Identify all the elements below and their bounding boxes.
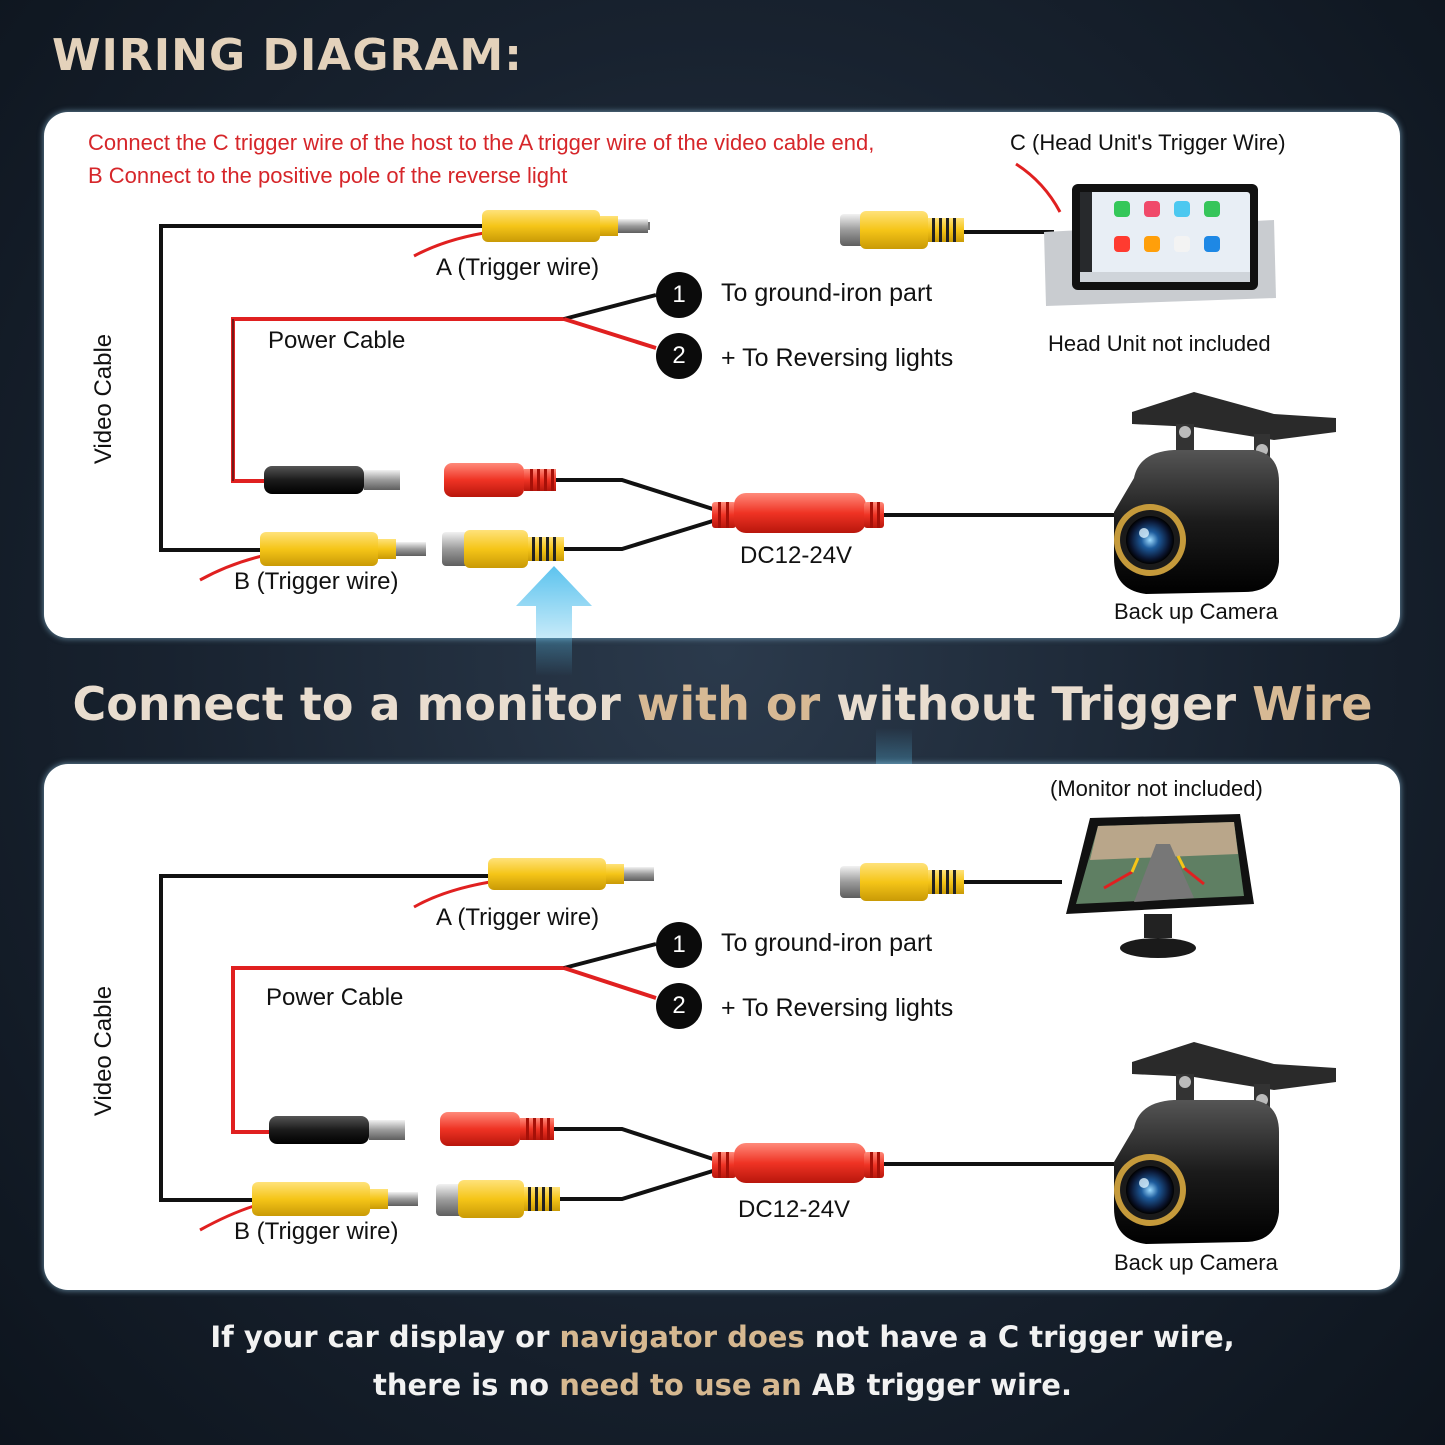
power-lead (556, 478, 717, 512)
b-trigger-label: B (Trigger wire) (234, 1218, 399, 1245)
reverse-wire (563, 966, 657, 1000)
rca-plug-a (488, 858, 654, 890)
rca-socket-camera (442, 530, 564, 568)
rca-socket-monitor (840, 863, 964, 901)
reverse-lights-label: + To Reversing lights (721, 994, 954, 1022)
power-cable (231, 966, 564, 1134)
b-trigger-stub (199, 1204, 255, 1232)
dc-power-plug (264, 466, 400, 494)
dc-power-plug (269, 1116, 405, 1144)
a-trigger-label: A (Trigger wire) (436, 254, 600, 281)
backup-camera-icon (1114, 392, 1336, 594)
video-cable (159, 224, 484, 552)
inline-power-box (712, 493, 884, 533)
rca-plug-b (260, 532, 426, 566)
instruction-note: Connect the C trigger wire of the host t… (88, 126, 874, 192)
page-title: WIRING DIAGRAM: (52, 30, 523, 81)
footer-line-1: If your car display or navigator does no… (0, 1320, 1445, 1354)
a-trigger-stub (413, 880, 491, 909)
c-trigger-stub (1015, 162, 1062, 213)
monitor-icon (1066, 814, 1254, 958)
footer-2a: there is no (373, 1368, 560, 1402)
footer-1b: navigator does (559, 1320, 815, 1354)
wiring-panel-head-unit: Connect the C trigger wire of the host t… (44, 112, 1400, 638)
footer-line-2: there is no need to use an AB trigger wi… (0, 1368, 1445, 1402)
b-trigger-label: B (Trigger wire) (234, 568, 399, 595)
section-title-part-1: Connect to a monitor (72, 677, 637, 731)
reverse-lights-label: + To Reversing lights (721, 344, 954, 372)
dc-power-socket (444, 463, 556, 497)
arrow-up-icon (516, 566, 592, 676)
video-lead (560, 1168, 717, 1201)
video-cable-label: Video Cable (90, 333, 117, 465)
rca-plug-a (482, 210, 650, 242)
footer-1a: If your car display or (210, 1320, 560, 1354)
dc-power-socket (440, 1112, 554, 1146)
section-title-part-3: without Trigger (836, 677, 1253, 731)
a-trigger-label: A (Trigger wire) (436, 904, 600, 931)
footer-2b: need to use an (559, 1368, 812, 1402)
instruction-line-2: B Connect to the positive pole of the re… (88, 163, 568, 188)
head-unit-label: Head Unit not included (1048, 331, 1271, 356)
ground-label: To ground-iron part (721, 929, 933, 957)
video-lead (564, 518, 717, 551)
power-lead (554, 1127, 717, 1162)
section-title-part-2: with or (636, 677, 837, 731)
camera-label: Back up Camera (1114, 599, 1278, 624)
video-cable-label: Video Cable (90, 985, 117, 1117)
voltage-label: DC12-24V (738, 1196, 851, 1223)
inline-power-box (712, 1143, 884, 1183)
power-cable-label: Power Cable (266, 984, 404, 1011)
wiring-drawing-monitor (159, 814, 1336, 1244)
step-1-badge: 1 (656, 922, 702, 968)
ground-wire (563, 942, 657, 970)
rca-socket-camera (436, 1180, 560, 1218)
step-2-badge: 2 (656, 333, 702, 379)
ground-wire (563, 293, 657, 321)
voltage-label: DC12-24V (740, 542, 853, 569)
footer-1c: not have a C trigger wire, (814, 1320, 1235, 1354)
c-trigger-label: C (Head Unit's Trigger Wire) (1010, 130, 1286, 155)
footer-2c: AB trigger wire. (811, 1368, 1072, 1402)
reverse-wire (563, 317, 657, 350)
a-trigger-stub (413, 231, 485, 258)
instruction-line-1: Connect the C trigger wire of the host t… (88, 130, 875, 155)
section-title: Connect to a monitor with or without Tri… (0, 677, 1445, 731)
camera-label: Back up Camera (1114, 1250, 1278, 1275)
power-cable (231, 317, 564, 483)
monitor-label: (Monitor not included) (1050, 776, 1263, 801)
section-title-part-4: Wire (1252, 677, 1373, 731)
head-unit-icon (1044, 184, 1276, 306)
backup-camera-icon (1114, 1042, 1336, 1244)
ground-label: To ground-iron part (721, 279, 933, 307)
video-cable (159, 874, 490, 1202)
rca-socket-head-unit (840, 211, 964, 249)
wiring-drawing-head-unit (159, 162, 1336, 594)
step-2-badge: 2 (656, 983, 702, 1029)
rca-plug-b (252, 1182, 418, 1216)
wiring-panel-monitor: Video Cable A (Trigger wire) B (Trigger … (44, 764, 1400, 1290)
b-trigger-stub (199, 554, 263, 582)
step-1-badge: 1 (656, 272, 702, 318)
power-cable-label: Power Cable (268, 327, 406, 354)
